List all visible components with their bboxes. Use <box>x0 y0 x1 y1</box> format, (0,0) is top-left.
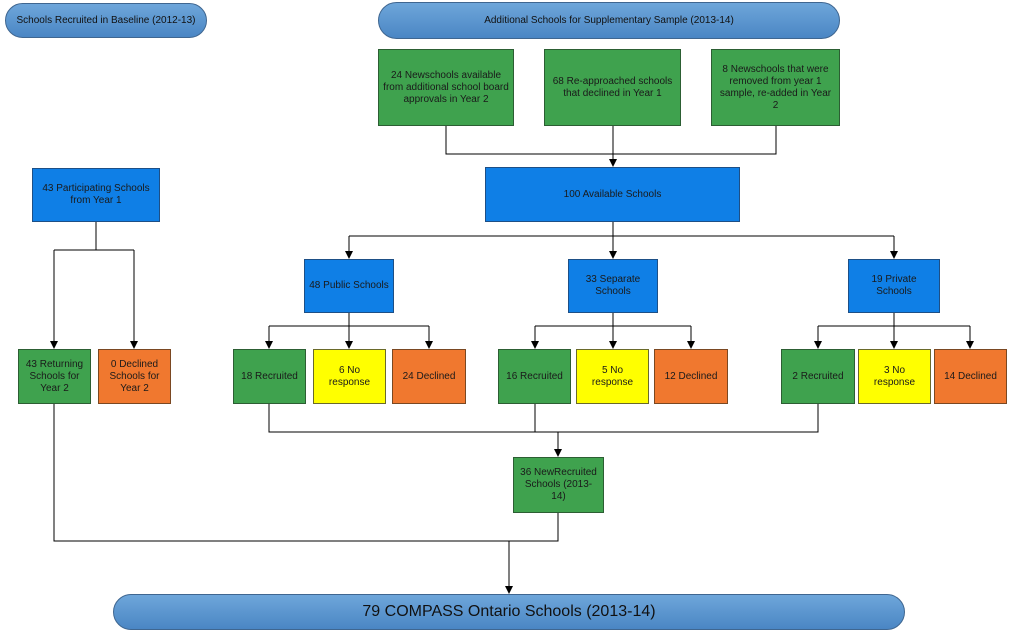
final-schools-header: 79 COMPASS Ontario Schools (2013-14) <box>113 594 905 630</box>
baseline-header: Schools Recruited in Baseline (2012-13) <box>5 3 207 38</box>
separate-declined-box: 12 Declined <box>654 349 728 404</box>
declined-baseline-box: 0 Declined Schools for Year 2 <box>98 349 171 404</box>
separate-schools-box: 33 Separate Schools <box>568 259 658 313</box>
reapproached-schools-box: 68 Re-approached schools that declined i… <box>544 49 681 126</box>
private-declined-box: 14 Declined <box>934 349 1007 404</box>
new-board-schools-box: 24 Newschools available from additional … <box>378 49 514 126</box>
participating-schools-box: 43 Participating Schools from Year 1 <box>32 168 160 222</box>
public-schools-box: 48 Public Schools <box>304 259 394 313</box>
supplementary-header: Additional Schools for Supplementary Sam… <box>378 2 840 39</box>
private-recruited-box: 2 Recruited <box>781 349 855 404</box>
separate-no-response-box: 5 No response <box>576 349 649 404</box>
available-schools-box: 100 Available Schools <box>485 167 740 222</box>
public-declined-box: 24 Declined <box>392 349 466 404</box>
private-schools-box: 19 Private Schools <box>848 259 940 313</box>
returning-schools-box: 43 Returning Schools for Year 2 <box>18 349 91 404</box>
public-no-response-box: 6 No response <box>313 349 386 404</box>
separate-recruited-box: 16 Recruited <box>498 349 571 404</box>
public-recruited-box: 18 Recruited <box>233 349 306 404</box>
new-recruited-box: 36 NewRecruited Schools (2013-14) <box>513 457 604 513</box>
private-no-response-box: 3 No response <box>858 349 931 404</box>
readded-schools-box: 8 Newschools that were removed from year… <box>711 49 840 126</box>
